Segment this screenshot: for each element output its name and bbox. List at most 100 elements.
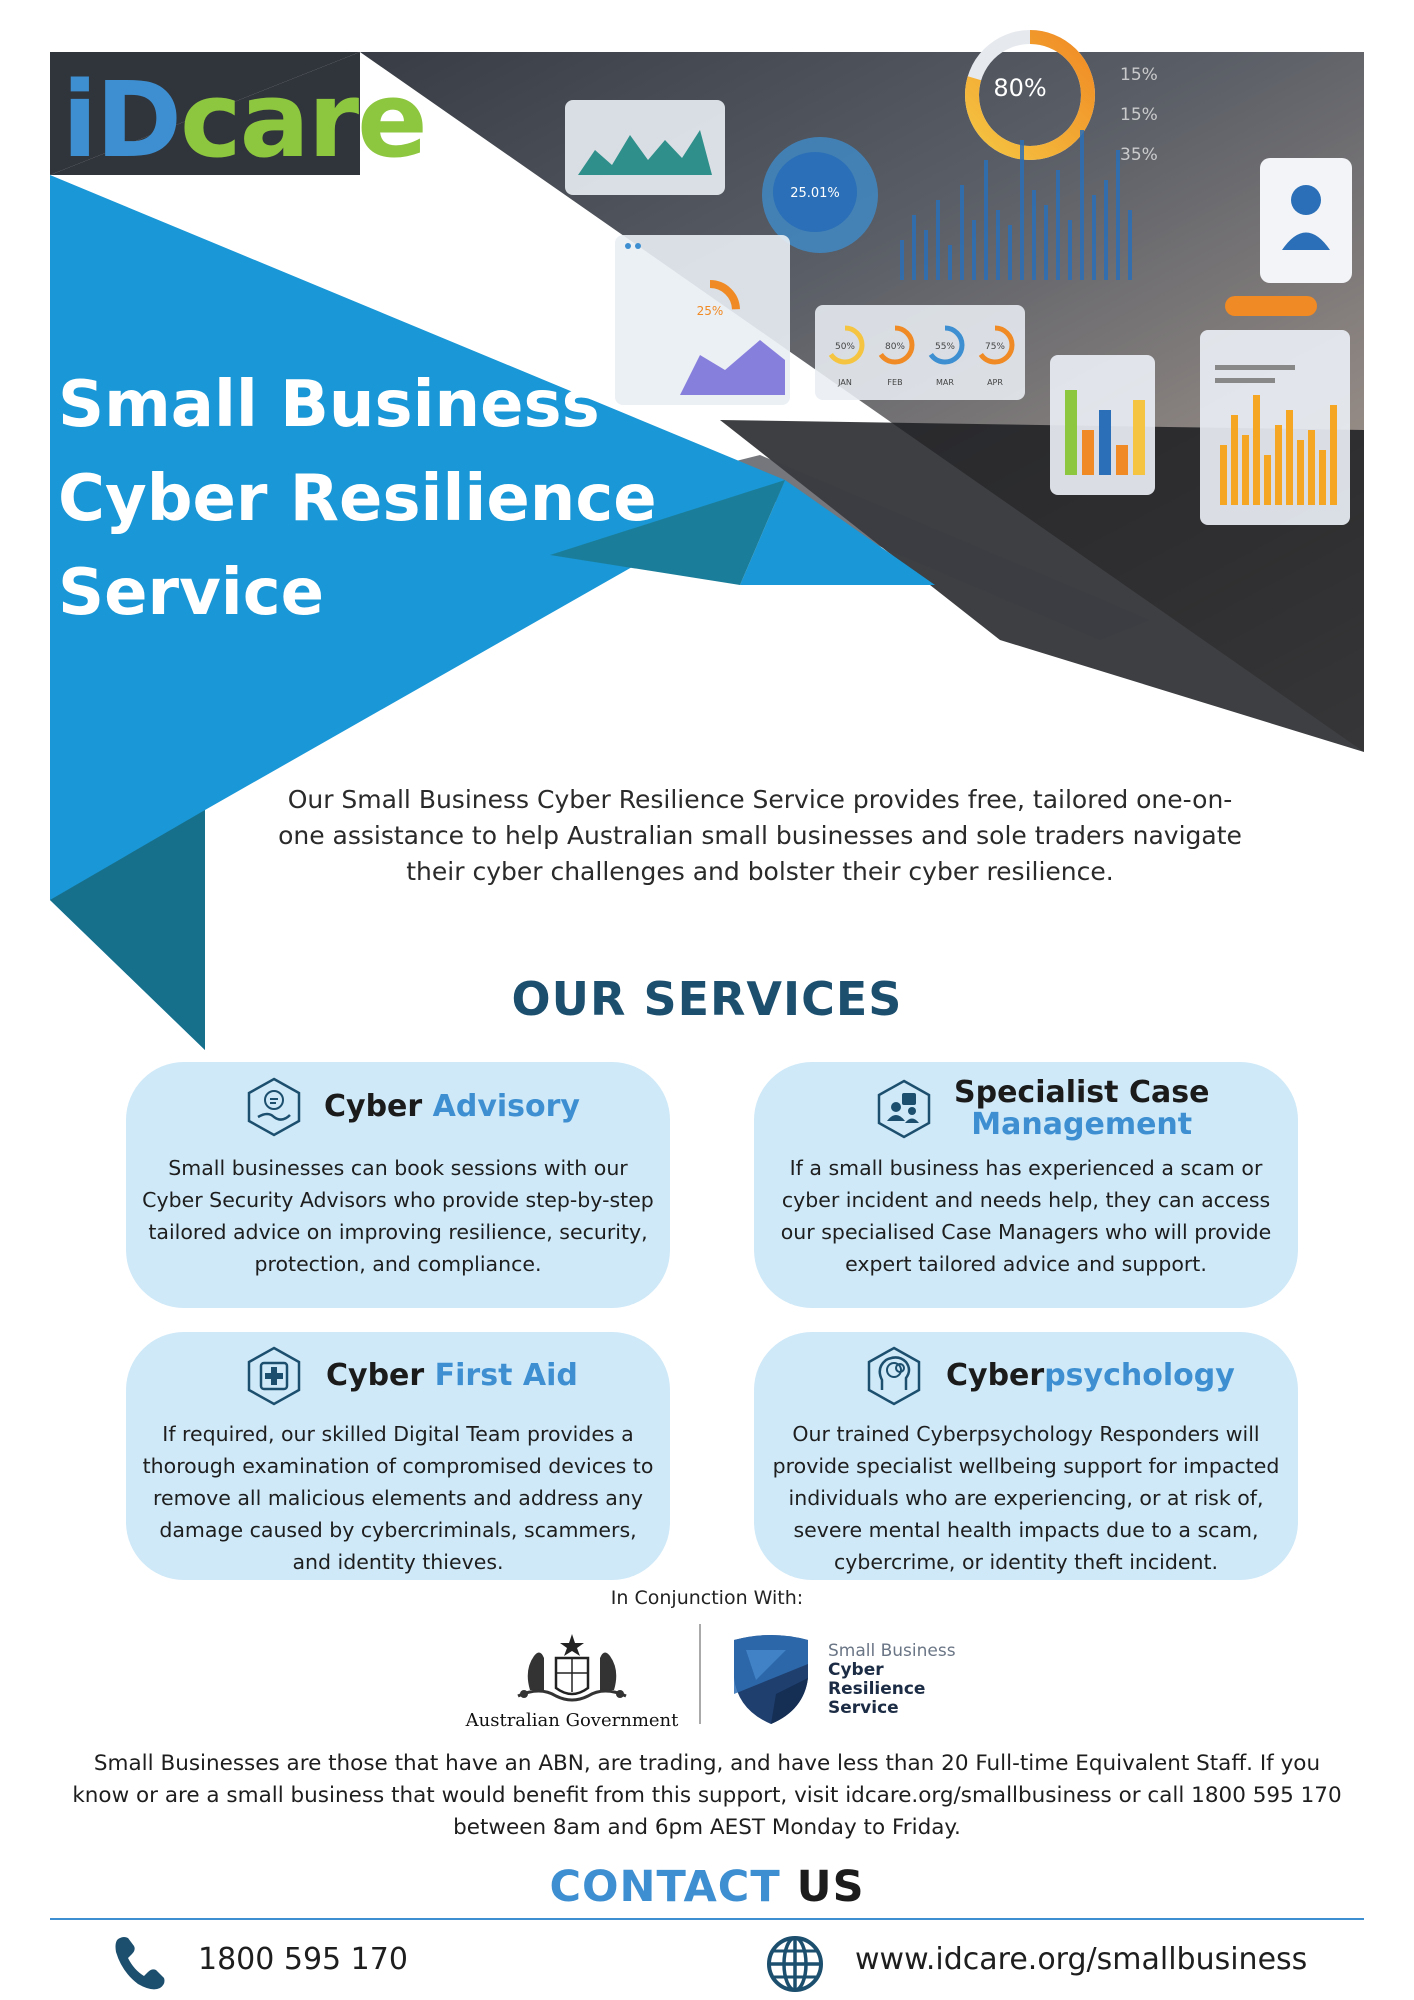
legend-pct-2: 15%: [1120, 105, 1158, 125]
card-title-b: First Aid: [434, 1358, 578, 1393]
legend-pct-3: 35%: [1120, 145, 1158, 165]
bar-chart-panel: [900, 130, 1132, 280]
card-cyber-first-aid: Cyber First Aid If required, our skilled…: [126, 1332, 670, 1580]
title-line-3: Service: [58, 556, 325, 630]
sbcrs-line-1: Small Business: [828, 1641, 956, 1661]
title-line-2: Cyber Resilience: [58, 462, 657, 536]
color-bar-panel: [1050, 355, 1155, 495]
eligibility-paragraph: Small Businesses are those that have an …: [72, 1751, 1342, 1840]
contact-divider: [50, 1918, 1364, 1920]
card-title-a: Specialist Case: [954, 1075, 1210, 1110]
decor-bar: [1044, 205, 1048, 280]
card-title-a: Cyber: [324, 1089, 433, 1124]
website-link[interactable]: www.idcare.org/smallbusiness: [855, 1942, 1308, 1977]
decor-bar: [912, 215, 916, 280]
decor-bar: [1056, 170, 1060, 280]
decor-bar: [1286, 410, 1293, 505]
sbcrs-line-2: Cyber: [828, 1660, 884, 1680]
decor-bar: [1220, 445, 1227, 505]
bubble-percent: 25.01%: [790, 186, 840, 201]
logo-id: iD: [62, 59, 182, 181]
sbcrs-line-3: Resilience: [828, 1679, 926, 1699]
teal-bottom-fold: [50, 810, 205, 1050]
card-specialist-case: Specialist Case Management If a small bu…: [754, 1062, 1298, 1308]
card-title: Specialist Case Management: [954, 1077, 1209, 1141]
decor-bar: [1319, 450, 1326, 505]
australian-government-label: Australian Government: [465, 1710, 679, 1731]
card-body: Small businesses can book sessions with …: [142, 1156, 654, 1276]
donut-chart: 80% 15% 15% 35%: [965, 30, 1158, 165]
user-profile-card: [1225, 158, 1352, 316]
case-manager-icon: [877, 1079, 931, 1139]
decor-bar: [1116, 150, 1120, 280]
decor-bar: [1308, 430, 1315, 505]
user-icon: [1291, 185, 1321, 215]
decor-bar: [1253, 395, 1260, 505]
card-header: Cyber Advisory: [244, 1077, 580, 1137]
decor-bar: [1330, 405, 1337, 505]
orange-bar-panel: [1200, 330, 1350, 525]
decor-bar: [1104, 180, 1108, 280]
decor-bar: [1068, 220, 1072, 280]
brain-icon: [867, 1346, 921, 1406]
gauge-percent: 50%: [835, 342, 855, 352]
partner-divider: [699, 1624, 701, 1724]
decor-bar: [1297, 440, 1304, 505]
decor-bar: [1264, 455, 1271, 505]
hero-graphic: 25.01% 80% 15% 15% 35% 25% 50%JAN80%FEB5…: [50, 30, 1364, 1050]
decor-bar: [1092, 195, 1096, 280]
decor-bar: [1008, 225, 1012, 280]
teal-fold: [550, 480, 785, 585]
card-title-a: Cyber: [946, 1358, 1045, 1393]
card-title-a: Cyber: [326, 1358, 435, 1393]
card-body: Our trained Cyberpsychology Responders w…: [772, 1422, 1280, 1574]
decor-bar: [960, 185, 964, 280]
bubble-stat-panel: 25.01%: [762, 137, 878, 253]
title-line-1: Small Business: [58, 368, 600, 442]
card-cyberpsychology: Cyberpsychology Our trained Cyberpsychol…: [754, 1332, 1298, 1580]
card-title-b: psychology: [1044, 1358, 1235, 1393]
services-heading: OUR SERVICES: [511, 972, 903, 1026]
decor-bar: [1020, 140, 1024, 280]
gauge-percent: 75%: [985, 342, 1005, 352]
action-pill: [1225, 296, 1317, 316]
card-header: Specialist Case Management: [874, 1077, 1209, 1141]
decor-bar: [1032, 190, 1036, 280]
gauge-month: APR: [987, 378, 1003, 387]
contact-heading-a: CONTACT: [549, 1862, 797, 1912]
mini-percent: 25%: [697, 304, 724, 318]
coat-of-arms-icon: [517, 1634, 627, 1702]
contact-heading-b: US: [796, 1862, 865, 1912]
gauges-panel: 50% JAN 80% FEB 55% MAR 75% APR: [815, 305, 1025, 400]
page-title: Small Business Cyber Resilience Service: [58, 358, 678, 640]
decor-bar: [972, 220, 976, 280]
phone-number-link[interactable]: 1800 595 170: [198, 1942, 408, 1977]
decor-bar: [1242, 435, 1249, 505]
contact-heading: CONTACT US: [0, 1862, 1414, 1912]
card-body: If required, our skilled Digital Team pr…: [142, 1422, 654, 1574]
decor-bar: [948, 245, 952, 280]
card-header: Cyber First Aid: [244, 1346, 578, 1406]
logo-care: care: [179, 59, 428, 181]
mini-report-panel: 25%: [615, 235, 790, 405]
gauge-percent: 55%: [935, 342, 955, 352]
conjunction-label: In Conjunction With:: [610, 1587, 804, 1609]
decor-bar: [900, 240, 904, 280]
decor-bar: [1080, 130, 1084, 280]
gauge-month: FEB: [887, 378, 902, 387]
gauge-month: JAN: [837, 378, 852, 387]
card-title-b: Management: [971, 1107, 1193, 1142]
globe-icon: [767, 1936, 823, 1992]
decor-bar: [1275, 425, 1282, 505]
first-aid-icon: [247, 1346, 301, 1406]
gauge-percent: 80%: [885, 342, 905, 352]
gauge-month: MAR: [936, 378, 954, 387]
decor-bar: [1231, 415, 1238, 505]
card-title-b: Advisory: [432, 1089, 580, 1124]
blue-accent: [740, 480, 935, 585]
dark-corner: [50, 52, 360, 175]
sbcrs-line-4: Service: [828, 1698, 899, 1718]
decor-bar: [984, 160, 988, 280]
card-body: If a small business has experienced a sc…: [780, 1156, 1272, 1276]
